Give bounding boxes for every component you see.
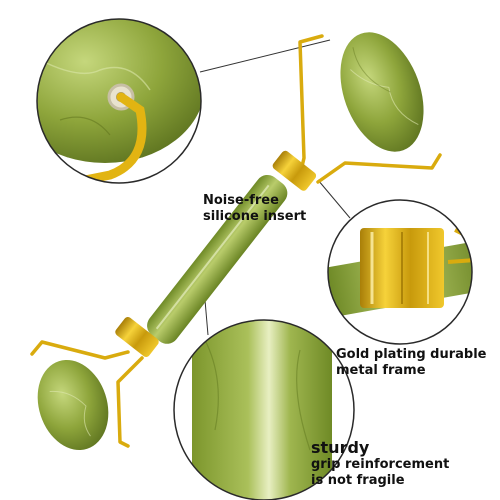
callout-silicone-line-2: silicone insert xyxy=(203,208,307,224)
callout-grip: sturdy grip reinforcement is not fragile xyxy=(311,438,449,488)
gold-collar-bottom xyxy=(115,317,159,357)
callout-grip-title: sturdy xyxy=(311,438,370,457)
gold-collar-top xyxy=(272,150,317,191)
gold-frame-bottom xyxy=(30,340,144,448)
callout-grip-line-1: grip reinforcement xyxy=(311,457,450,473)
leader-lines xyxy=(199,39,351,336)
jade-roller xyxy=(30,32,442,450)
callout-silicone-line-1: Noise-free xyxy=(203,193,279,208)
closeup-silicone-insert xyxy=(36,18,202,184)
callout-silicone-insert: Noise-free silicone insert xyxy=(203,193,306,224)
bottom-roller-stone xyxy=(37,360,109,450)
callout-gold-frame: Gold plating durable metal frame xyxy=(336,347,487,378)
jade-handle xyxy=(147,174,288,344)
callout-frame-line-1: Gold plating durable xyxy=(336,347,487,362)
leader-line-grip xyxy=(204,299,209,336)
closeup-handle-grip xyxy=(173,319,355,500)
closeup-gold-collar xyxy=(327,199,473,345)
callout-grip-line-2: is not fragile xyxy=(311,472,405,488)
top-roller-stone xyxy=(340,32,424,152)
callout-frame-line-2: metal frame xyxy=(336,362,426,378)
leader-line-frame xyxy=(317,179,351,219)
leader-line-silicone xyxy=(199,39,331,73)
